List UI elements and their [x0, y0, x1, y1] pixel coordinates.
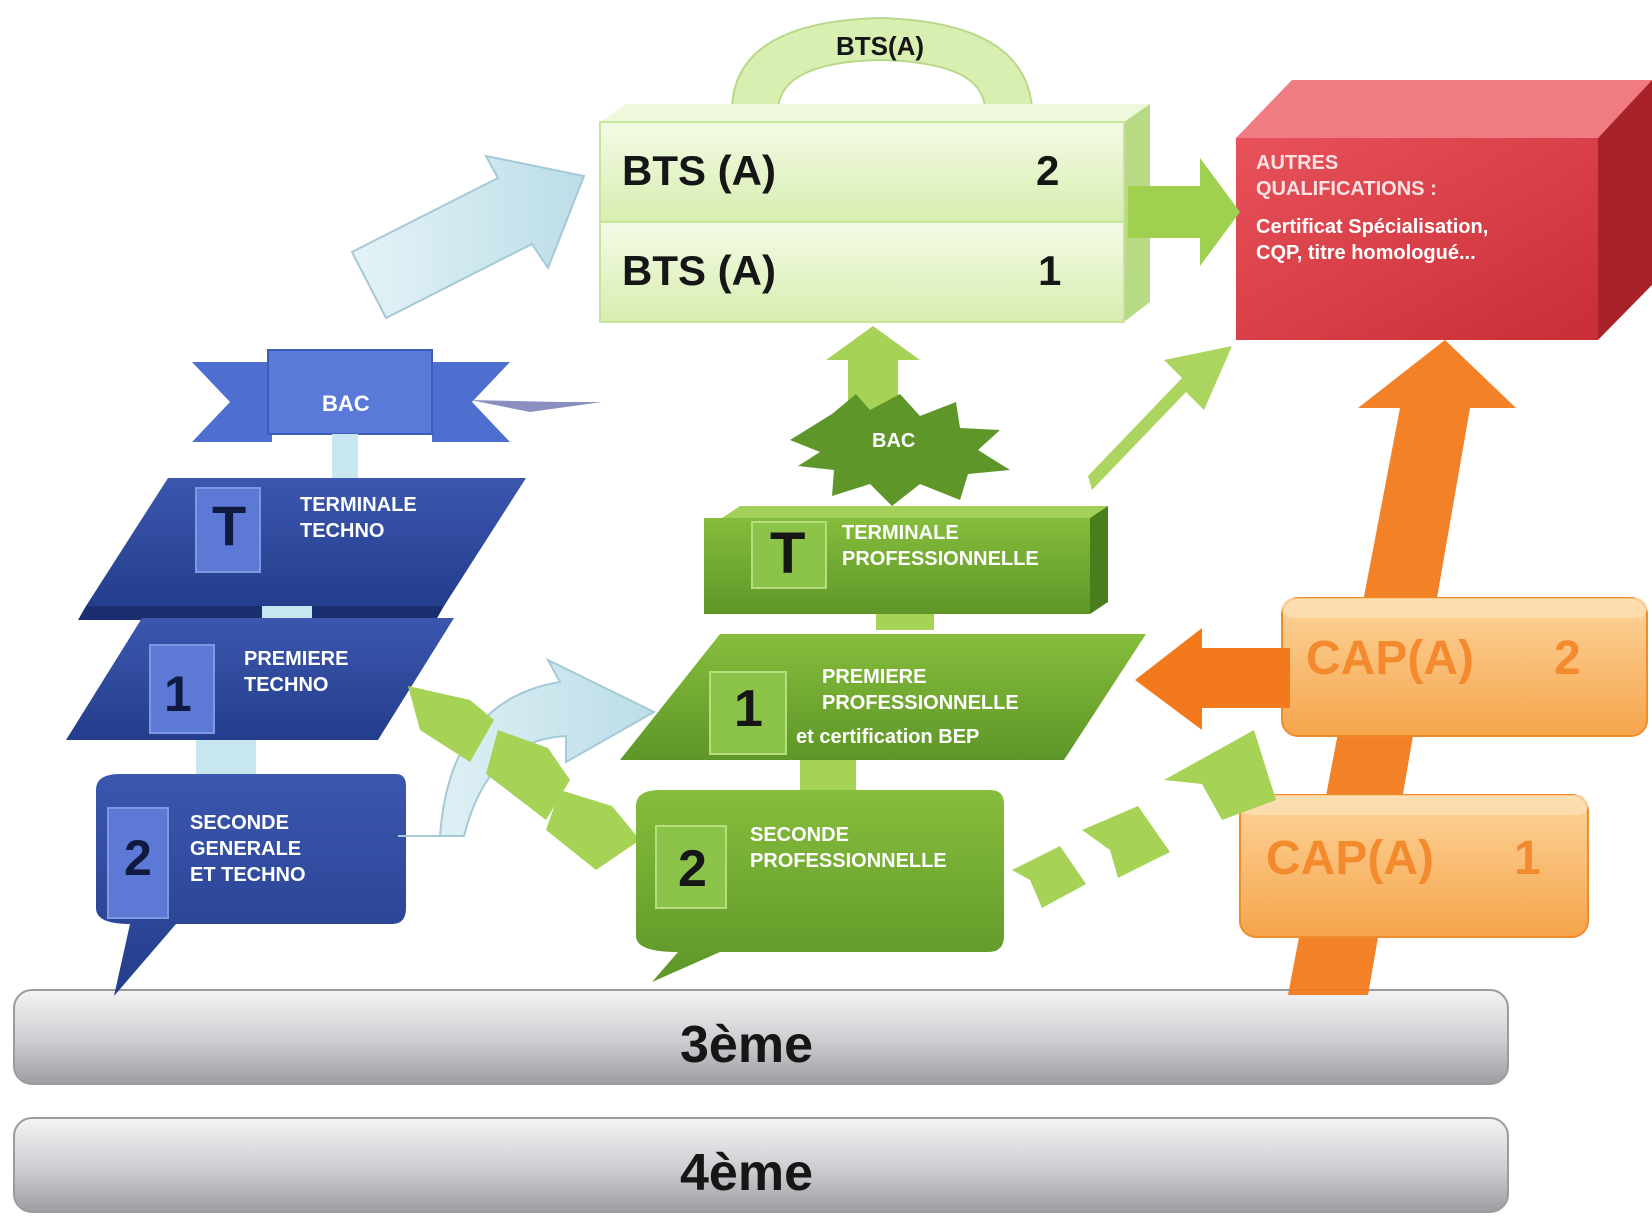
grade-4eme-label: 4ème: [680, 1144, 813, 1202]
techno-bac-to-bts-arrow: [350, 154, 586, 320]
pro-to-cap-chevron-1: [1012, 846, 1086, 908]
bts-year1-name: BTS (A): [622, 247, 776, 294]
pro-bac-label: BAC: [872, 430, 916, 452]
pro-terminale-letter: T: [770, 521, 806, 586]
bts-year1-number: 1: [1038, 247, 1062, 294]
seconde-techno-to-premiere-pro-arrow: [398, 657, 657, 837]
pro-seconde-label: SECONDE PROFESSIONNELLE: [750, 824, 947, 872]
terminale-pro-to-autres-arrow: [1088, 346, 1232, 490]
pro-seconde-number: 2: [678, 840, 707, 898]
techno-premiere-label: PREMIERE TECHNO: [244, 648, 349, 696]
cap-year1-number: 1: [1514, 832, 1541, 885]
autres-box-side: [1598, 80, 1652, 340]
techno-seconde-badge: [107, 807, 169, 919]
bts-year2-number: 2: [1036, 147, 1060, 194]
pro-seconde-badge: [655, 825, 727, 909]
pro-to-cap-chevron-2: [1082, 806, 1170, 878]
bts-year2-block: [599, 121, 1125, 223]
techno-bac-banner: [267, 349, 433, 435]
pro-to-techno-chevron-2: [486, 730, 570, 820]
pro-to-techno-chevron-3: [408, 686, 494, 762]
bts-year2-name: BTS (A): [622, 147, 776, 194]
autres-title: AUTRES QUALIFICATIONS :: [1256, 152, 1437, 200]
techno-premiere-number: 1: [164, 666, 192, 722]
bts-year1-block: [599, 221, 1125, 323]
autres-box-top: [1236, 80, 1652, 138]
pro-premiere-number: 1: [734, 680, 763, 738]
pro-premiere-sub: et certification BEP: [796, 726, 980, 748]
techno-premiere-badge: [149, 644, 215, 734]
techno-bac-ribbon-right: [432, 362, 510, 442]
techno-seconde-label: SECONDE GENERALE ET TECHNO: [190, 812, 306, 886]
autres-box-front: [1236, 138, 1598, 340]
cap-to-premiere-arrow: [1135, 628, 1290, 730]
bts-arch-label: BTS(A): [836, 31, 925, 61]
bar-4eme: [13, 1117, 1509, 1213]
pro-to-techno-chevron-1: [546, 790, 640, 870]
techno-terminale-letter: T: [212, 494, 247, 557]
techno-bac-ribbon-left: [192, 362, 272, 442]
bts-top-face: [600, 104, 1150, 122]
cap-year2-number: 2: [1554, 632, 1581, 685]
pro-terminale-label: TERMINALE PROFESSIONNELLE: [842, 522, 1039, 570]
bar-3eme: [13, 989, 1509, 1085]
bts-to-autres-arrow: [1128, 158, 1240, 266]
techno-seconde-callout: [96, 774, 406, 996]
pro-bac-burst: [790, 394, 1010, 506]
techno-terminale-label: TERMINALE TECHNO: [300, 494, 417, 542]
techno-terminale-badge: [195, 487, 261, 573]
cap-year2-name: CAP(A): [1306, 632, 1474, 685]
pro-premiere-label: PREMIERE PROFESSIONNELLE: [822, 666, 1019, 714]
pro-terminale-badge: [751, 521, 827, 589]
grade-3eme-label: 3ème: [680, 1016, 813, 1074]
pro-seconde-callout: [636, 790, 1004, 982]
autres-detail: Certificat Spécialisation, CQP, titre ho…: [1256, 216, 1489, 264]
pro-to-cap-chevron-3: [1164, 730, 1276, 820]
pro-premiere-badge: [709, 671, 787, 755]
bts-arch: [730, 16, 1034, 109]
cap-year1-name: CAP(A): [1266, 832, 1434, 885]
techno-bac-label: BAC: [322, 391, 370, 416]
techno-seconde-number: 2: [124, 830, 152, 886]
pro-bac-to-bts-arrow: [826, 326, 920, 410]
